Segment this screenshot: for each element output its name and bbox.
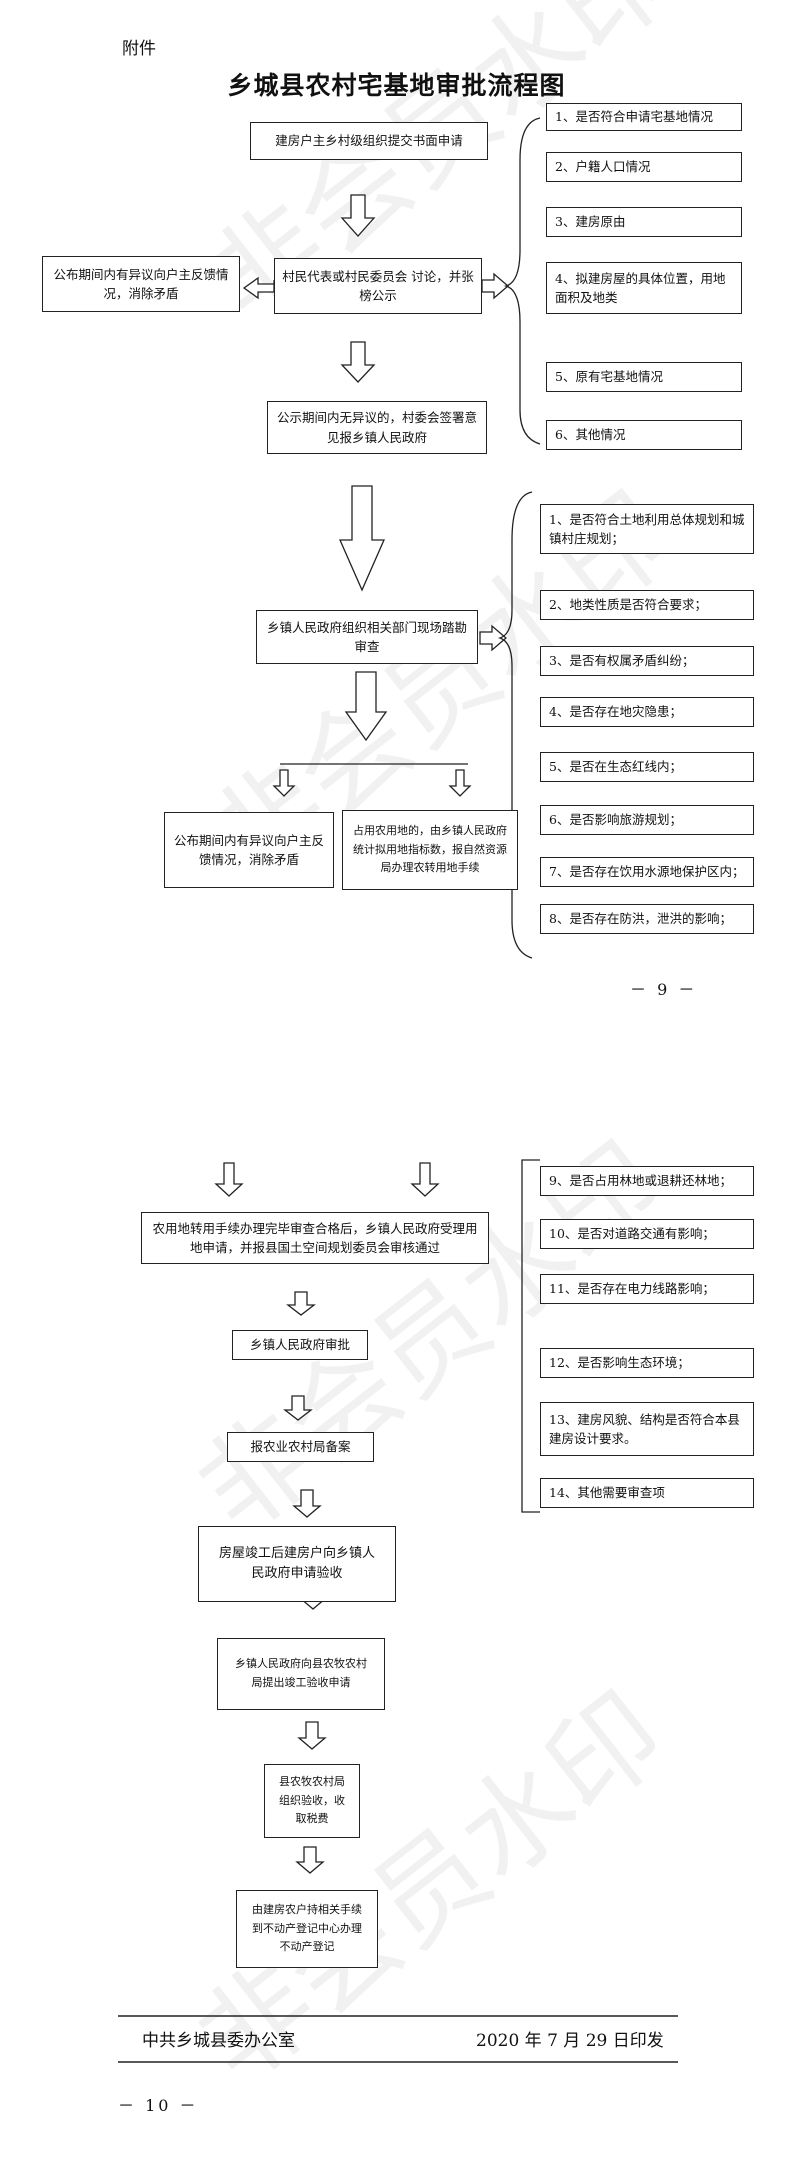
checklist-survey-14: 14、其他需要审查项 xyxy=(540,1478,754,1508)
objection-bottom-box: 公布期间内有异议向户主反馈情况，消除矛盾 xyxy=(164,812,334,888)
down-arrow-p2-7 xyxy=(297,1721,327,1750)
down-arrow-p2-3 xyxy=(286,1291,316,1316)
checklist-apply-5: 5、原有宅基地情况 xyxy=(546,362,742,392)
checklist-survey-9: 9、是否占用林地或退耕还林地； xyxy=(540,1166,754,1196)
objection-left-box: 公布期间内有异议向户主反馈情况，消除矛盾 xyxy=(42,256,240,312)
down-arrow-p2-5 xyxy=(292,1489,322,1518)
down-arrow-big-1 xyxy=(339,485,385,592)
registration-box: 由建房农户持相关手续到不动产登记中心办理不动产登记 xyxy=(236,1890,378,1968)
checklist-survey-1: 1、是否符合土地利用总体规划和城镇村庄规划； xyxy=(540,504,754,554)
checklist-apply-4: 4、拟建房屋的具体位置，用地面积及地类 xyxy=(546,262,742,314)
brace-checklist-1 xyxy=(503,117,541,445)
right-arrow-checklist-1 xyxy=(481,272,509,300)
page-number-10: － 10 － xyxy=(118,2096,199,2115)
down-arrow-small-right xyxy=(448,769,472,797)
down-arrow-p2-left xyxy=(214,1162,244,1197)
checklist-apply-1: 1、是否符合申请宅基地情况 xyxy=(546,103,742,131)
checklist-survey-10: 10、是否对道路交通有影响； xyxy=(540,1219,754,1249)
village-discuss-box: 村民代表或村民委员会 讨论，并张榜公示 xyxy=(274,258,482,314)
checklist-survey-3: 3、是否有权属矛盾纠纷； xyxy=(540,646,754,676)
checklist-survey-8: 8、是否存在防洪，泄洪的影响； xyxy=(540,904,754,934)
checklist-apply-3: 3、建房原由 xyxy=(546,207,742,237)
page-number-9: － 9 － xyxy=(630,980,698,999)
checklist-apply-2: 2、户籍人口情况 xyxy=(546,152,742,182)
down-arrow-big-2 xyxy=(344,671,388,742)
checklist-survey-6: 6、是否影响旅游规划； xyxy=(540,805,754,835)
acceptance-request-box: 乡镇人民政府向县农牧农村局提出竣工验收申请 xyxy=(217,1638,385,1710)
down-arrow-2 xyxy=(340,341,376,383)
township-survey-box: 乡镇人民政府组织相关部门现场踏勘审查 xyxy=(256,610,478,664)
checklist-survey-11: 11、是否存在电力线路影响； xyxy=(540,1274,754,1304)
no-objection-box: 公示期间内无异议的，村委会签署意见报乡镇人民政府 xyxy=(267,401,487,454)
county-accept-box: 县农牧农村局组织验收，收取税费 xyxy=(264,1764,360,1838)
checklist-survey-4: 4、是否存在地灾隐患； xyxy=(540,697,754,727)
down-arrow-p2-8 xyxy=(295,1846,325,1874)
checklist-apply-6: 6、其他情况 xyxy=(546,420,742,450)
down-arrow-1 xyxy=(340,194,376,237)
attachment-label: 附件 xyxy=(122,39,156,59)
down-arrow-p2-right xyxy=(410,1162,440,1197)
page-title: 乡城县农村宅基地审批流程图 xyxy=(227,71,566,100)
checklist-survey-2: 2、地类性质是否符合要求； xyxy=(540,590,754,620)
checklist-survey-5: 5、是否在生态红线内； xyxy=(540,752,754,782)
left-arrow-objection xyxy=(242,276,275,300)
checklist-survey-12: 12、是否影响生态环境； xyxy=(540,1348,754,1378)
township-approve-box: 乡镇人民政府审批 xyxy=(232,1330,368,1360)
footer-issuer: 中共乡城县委办公室 xyxy=(142,2031,295,2051)
bracket-checklist-3 xyxy=(521,1159,540,1513)
farmland-convert-box: 占用农用地的，由乡镇人民政府统计拟用地指标数，报自然资源局办理农转用地手续 xyxy=(342,810,518,890)
down-arrow-small-left xyxy=(272,769,296,797)
brace-checklist-2 xyxy=(497,491,533,959)
review-pass-box: 农用地转用手续办理完毕审查合格后，乡镇人民政府受理用地申请，并报县国土空间规划委… xyxy=(141,1212,489,1264)
down-arrow-p2-4 xyxy=(283,1395,313,1421)
footer-date: 2020 年 7 月 29 日印发 xyxy=(476,2031,664,2051)
checklist-survey-13: 13、建房风貌、结构是否符合本县建房设计要求。 xyxy=(540,1402,754,1456)
apply-box: 建房户主乡村级组织提交书面申请 xyxy=(250,122,488,160)
record-box: 报农业农村局备案 xyxy=(227,1432,374,1462)
completion-apply-box: 房屋竣工后建房户向乡镇人民政府申请验收 xyxy=(198,1526,396,1602)
checklist-survey-7: 7、是否存在饮用水源地保护区内； xyxy=(540,857,754,887)
right-arrow-checklist-2 xyxy=(479,624,507,652)
